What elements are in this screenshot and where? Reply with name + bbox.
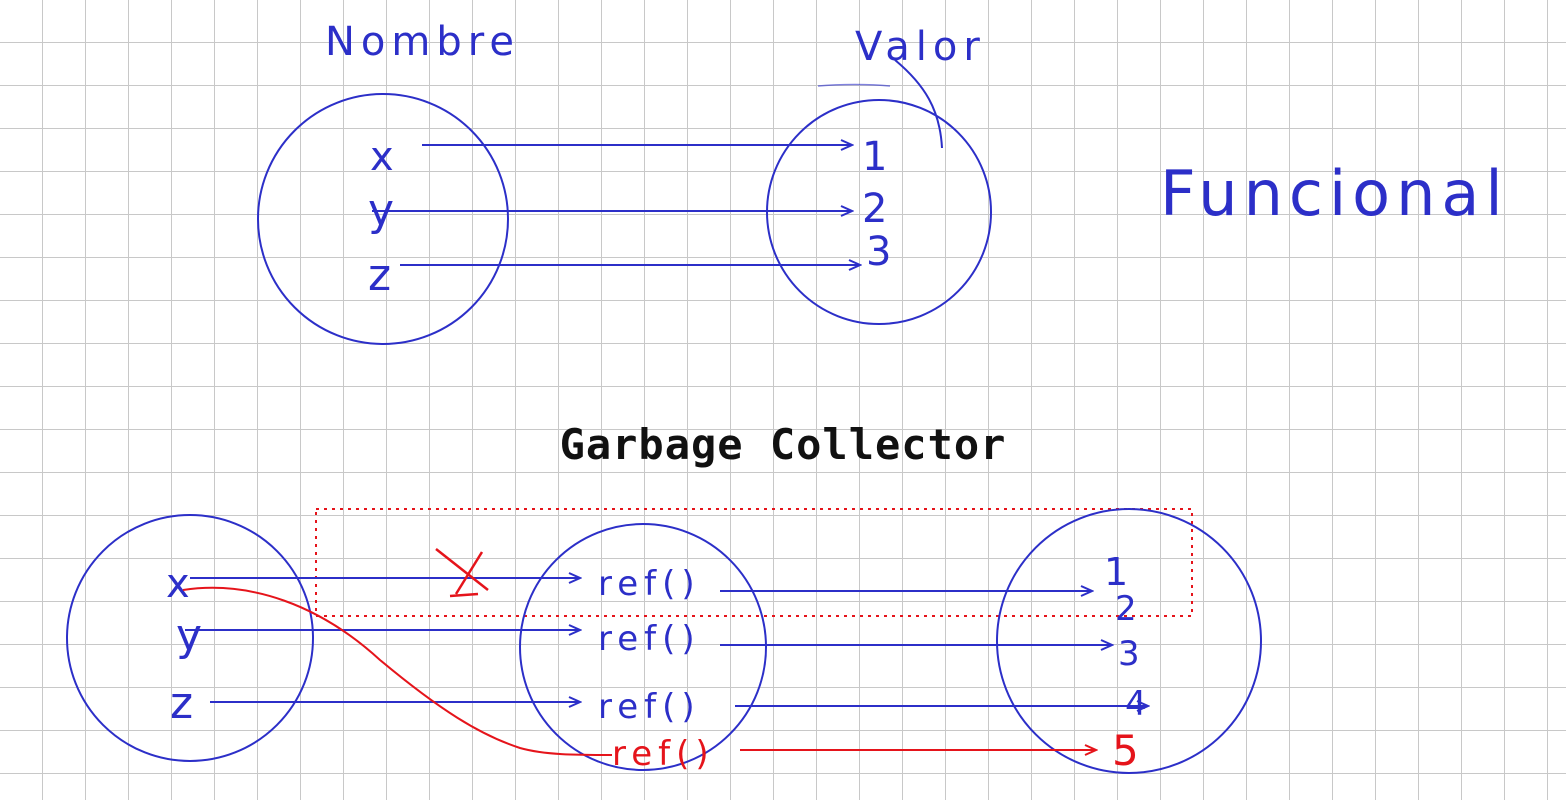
bottom-name-x: x xyxy=(166,561,196,607)
side-note-functional: Funcional xyxy=(1160,157,1509,230)
bottom-value-5: 5 xyxy=(1112,726,1139,775)
bottom-names-circle xyxy=(66,514,314,762)
top-diagram: Nombre Valor x y z 1 2 3 Funcional xyxy=(257,19,1509,345)
page-title: Garbage Collector xyxy=(559,420,1007,469)
ref-label-2: ref() xyxy=(598,619,701,659)
bottom-values-circle xyxy=(996,508,1262,774)
bottom-value-4: 4 xyxy=(1125,684,1153,724)
values-set-label: Valor xyxy=(855,24,986,70)
ref-label-1: ref() xyxy=(598,564,701,604)
cross-out-mark xyxy=(435,548,489,598)
value-1: 1 xyxy=(862,134,893,180)
bottom-value-2: 2 xyxy=(1115,589,1143,629)
bottom-value-3: 3 xyxy=(1118,634,1146,674)
values-label-underline xyxy=(817,83,891,87)
references-circle xyxy=(519,523,767,771)
value-2: 2 xyxy=(862,186,893,232)
value-3: 3 xyxy=(866,229,897,275)
bottom-name-z: z xyxy=(170,678,199,729)
bottom-diagram: x y z ref() ref() ref() ref() 1 2 3 4 5 xyxy=(66,508,1262,775)
name-z: z xyxy=(368,250,397,301)
bottom-value-1: 1 xyxy=(1104,550,1134,594)
names-set-circle xyxy=(257,93,509,345)
ref-label-new: ref() xyxy=(612,734,715,774)
reassigned-x-curve xyxy=(182,586,613,756)
ref-label-3: ref() xyxy=(598,687,701,727)
values-label-pointer xyxy=(894,59,943,149)
name-x: x xyxy=(370,134,400,180)
names-set-label: Nombre xyxy=(325,19,520,65)
bottom-name-y: y xyxy=(176,610,208,661)
collected-region-dotted-box xyxy=(315,508,1193,617)
